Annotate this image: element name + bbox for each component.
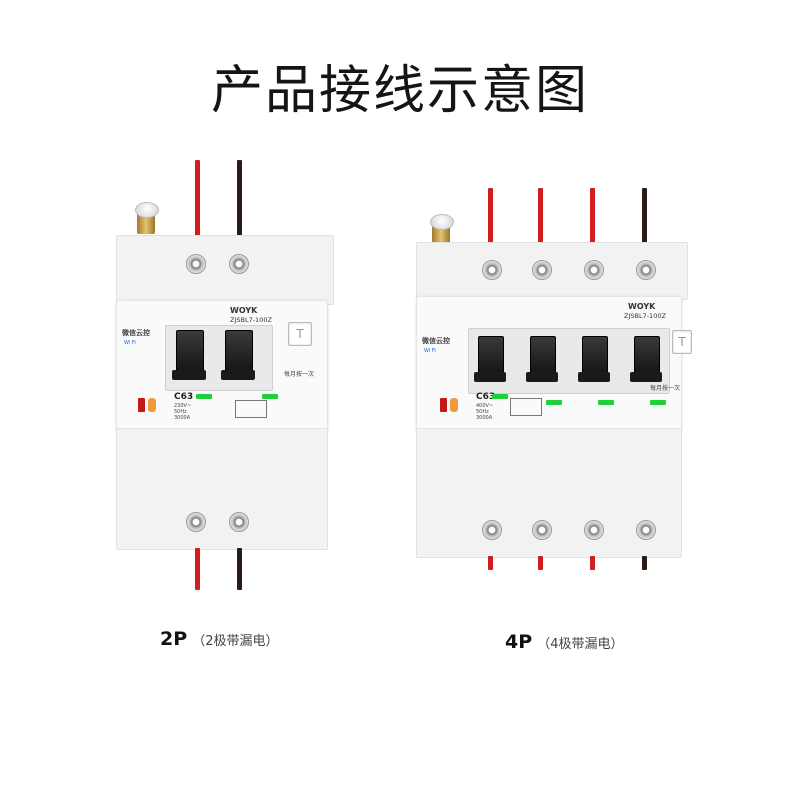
live-wire-top-2 [538, 188, 543, 250]
wiring-schematic [235, 400, 267, 418]
model-number: ZJSBL7-100Z [230, 316, 272, 324]
model-number: ZJSBL7-100Z [624, 312, 666, 320]
switch-lever-2[interactable] [530, 336, 556, 378]
ground-terminal-cap [430, 214, 454, 230]
brand-logo: WOYK [230, 306, 258, 315]
page-title: 产品接线示意图 [210, 61, 589, 121]
lever-base-1 [474, 372, 506, 382]
breaker-2p: WOYK ZJSBL7-100Z 微信云控 Wi Fi T 每月按一次 C63 … [110, 150, 340, 600]
live-wire-top [195, 160, 200, 238]
live-wire-bottom [195, 548, 200, 590]
wiring-schematic [510, 398, 542, 416]
caption-2p: 2P （2极带漏电） [160, 628, 279, 650]
bottom-screw-1[interactable] [186, 512, 206, 532]
test-button[interactable]: T [672, 330, 692, 354]
wifi-badge: Wi Fi [124, 340, 136, 346]
lever-base-4 [630, 372, 662, 382]
switch-lever-1[interactable] [478, 336, 504, 378]
app-label: 微信云控 [422, 337, 450, 345]
breaker-bottom-housing [116, 428, 328, 550]
status-indicator-1 [492, 394, 508, 399]
status-indicator-3 [598, 400, 614, 405]
caption-4p-label: 4P [505, 631, 533, 653]
breaker-top-housing [116, 235, 334, 305]
bottom-screw-3[interactable] [584, 520, 604, 540]
neutral-wire-bottom [237, 548, 242, 590]
caption-2p-label: 2P [160, 628, 188, 650]
live-wire-top-1 [488, 188, 493, 250]
reset-button[interactable] [440, 398, 447, 412]
rating-label: C63 [174, 392, 194, 402]
caption-4p: 4P （4极带漏电） [505, 631, 624, 653]
neutral-wire-top [237, 160, 242, 238]
rating-label: C63 [476, 392, 496, 402]
monthly-test-label: 每月按一次 [650, 385, 681, 392]
reset-button[interactable] [138, 398, 145, 412]
bottom-screw-1[interactable] [482, 520, 502, 540]
lever-base-2 [526, 372, 558, 382]
monthly-test-label: 每月按一次 [284, 371, 315, 378]
breaker-4p: WOYK ZJSBL7-100Z 微信云控 Wi Fi T 每月按一次 C63 … [410, 180, 700, 600]
work-indicator [450, 398, 458, 412]
caption-4p-sublabel: （4极带漏电） [537, 637, 624, 652]
live-wire-bottom-3 [590, 556, 595, 570]
switch-lever-1[interactable] [176, 330, 204, 376]
top-screw-1[interactable] [186, 254, 206, 274]
top-screw-4[interactable] [636, 260, 656, 280]
work-indicator [148, 398, 156, 412]
switch-lever-3[interactable] [582, 336, 608, 378]
status-indicator-1 [196, 394, 212, 399]
spec-label: 230V~ 50Hz 3000A [174, 403, 192, 421]
top-screw-2[interactable] [532, 260, 552, 280]
ground-terminal-cap [135, 202, 159, 218]
lever-base-3 [578, 372, 610, 382]
app-label: 微信云控 [122, 329, 150, 337]
top-screw-1[interactable] [482, 260, 502, 280]
live-wire-top-3 [590, 188, 595, 250]
bottom-screw-2[interactable] [229, 512, 249, 532]
status-indicator-2 [546, 400, 562, 405]
spec-label: 400V~ 50Hz 3000A [476, 403, 494, 421]
bottom-screw-2[interactable] [532, 520, 552, 540]
switch-lever-2[interactable] [225, 330, 253, 376]
live-wire-bottom-1 [488, 556, 493, 570]
brand-logo: WOYK [628, 302, 656, 311]
status-indicator-2 [262, 394, 278, 399]
top-screw-2[interactable] [229, 254, 249, 274]
top-screw-3[interactable] [584, 260, 604, 280]
wifi-badge: Wi Fi [424, 348, 436, 354]
test-button[interactable]: T [288, 322, 312, 346]
neutral-wire-top [642, 188, 647, 250]
neutral-wire-bottom [642, 556, 647, 570]
lever-base-1 [172, 370, 206, 380]
bottom-screw-4[interactable] [636, 520, 656, 540]
status-indicator-4 [650, 400, 666, 405]
lever-base-2 [221, 370, 255, 380]
live-wire-bottom-2 [538, 556, 543, 570]
caption-2p-sublabel: （2极带漏电） [192, 634, 279, 649]
